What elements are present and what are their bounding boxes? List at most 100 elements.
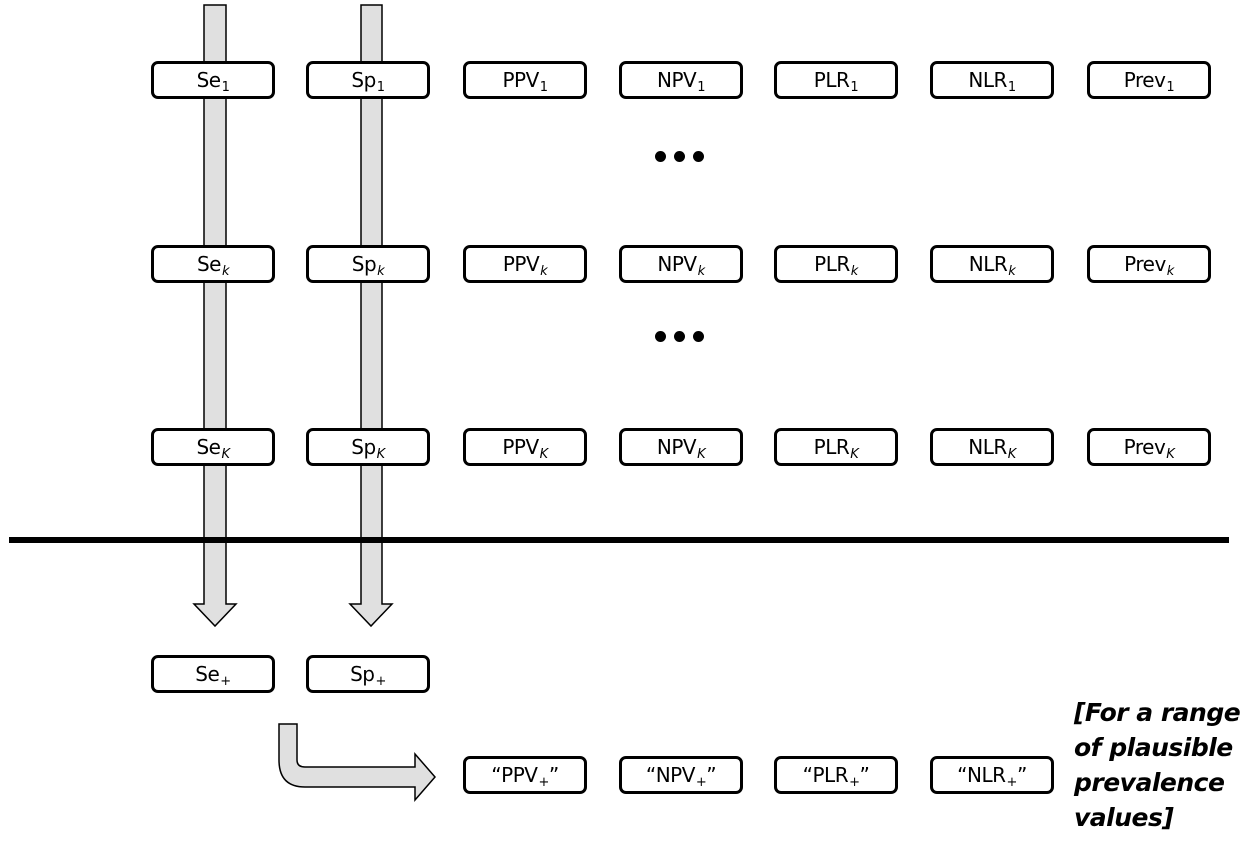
box-subscript: k	[377, 263, 385, 279]
box-label: NPV	[655, 763, 696, 787]
box-subscript: K	[1007, 446, 1017, 462]
box-subscript: k	[1166, 263, 1175, 279]
box-subscript: K	[539, 446, 549, 462]
open-quote: “	[957, 763, 968, 787]
box-label: Sp	[351, 68, 376, 92]
box-subscript: 1	[697, 79, 705, 95]
box-label: PLR	[813, 68, 850, 92]
box-subscript: K	[221, 446, 230, 462]
box-subscript: k	[1008, 263, 1016, 279]
open-quote: “	[645, 763, 656, 787]
sp-box: Sp+	[306, 655, 430, 693]
close-quote: ”	[859, 763, 870, 787]
box-subscript: k	[850, 263, 859, 279]
ellipsis-1	[655, 151, 704, 162]
box-subscript: 1	[539, 79, 548, 95]
box-label: NLR	[968, 435, 1007, 459]
derive-bent-arrow	[278, 723, 436, 803]
box-label: PLR	[812, 763, 849, 787]
close-quote: ”	[706, 763, 717, 787]
box-subscript: K	[697, 446, 706, 462]
box-subscript: 1	[1007, 79, 1016, 95]
open-quote: “	[802, 763, 813, 787]
box-subscript: K	[850, 446, 859, 462]
close-quote: ”	[1016, 763, 1027, 787]
box-label: NPV	[657, 68, 697, 92]
box-subscript: 1	[376, 79, 385, 95]
box-label: PLR	[813, 435, 850, 459]
open-quote: “	[491, 763, 502, 787]
box-label: NLR	[967, 763, 1006, 787]
box-subscript: K	[376, 446, 386, 462]
ellipsis-dot	[693, 331, 704, 342]
box-subscript: K	[1166, 446, 1175, 462]
box-label: NLR	[968, 252, 1008, 276]
plr-box: “PLR+”	[774, 756, 898, 794]
ppv-box: “PPV+”	[463, 756, 587, 794]
npv-box: “NPV+”	[619, 756, 743, 794]
box-label: NPV	[657, 252, 697, 276]
note-line: of plausible	[1074, 733, 1233, 762]
sp-pooling-arrow	[348, 4, 394, 628]
note-line: prevalence	[1074, 768, 1225, 797]
box-label: Se	[196, 435, 221, 459]
box-subscript: +	[849, 774, 860, 790]
ellipsis-dot	[693, 151, 704, 162]
box-subscript: k	[697, 263, 706, 279]
box-label: PPV	[502, 435, 539, 459]
note-line: values]	[1074, 803, 1174, 832]
box-label: PLR	[814, 252, 850, 276]
box-subscript: 1	[1166, 79, 1175, 95]
box-label: NLR	[968, 68, 1007, 92]
box-label: PPV	[501, 763, 538, 787]
box-label: Prev	[1124, 252, 1166, 276]
box-subscript: +	[1006, 774, 1018, 790]
ellipsis-2	[655, 331, 704, 342]
close-quote: ”	[548, 763, 559, 787]
box-label: Sp	[351, 252, 377, 276]
se-box: Se+	[151, 655, 275, 693]
box-label: Prev	[1123, 435, 1166, 459]
se-pooling-arrow	[192, 4, 238, 628]
box-subscript: +	[695, 774, 707, 790]
ellipsis-dot	[674, 331, 685, 342]
box-subscript: 1	[221, 79, 230, 95]
box-subscript: +	[220, 673, 231, 689]
ellipsis-dot	[674, 151, 685, 162]
box-label: Se	[196, 68, 222, 92]
box-label: Sp	[351, 435, 376, 459]
ellipsis-dot	[655, 331, 666, 342]
box-subscript: +	[538, 774, 549, 790]
box-subscript: 1	[850, 79, 859, 95]
box-label: NPV	[656, 435, 697, 459]
nlr-box: “NLR+”	[930, 756, 1054, 794]
box-label: Sp	[350, 662, 375, 686]
box-subscript: k	[221, 263, 230, 279]
box-label: PPV	[502, 68, 539, 92]
ellipsis-dot	[655, 151, 666, 162]
box-label: Prev	[1123, 68, 1166, 92]
